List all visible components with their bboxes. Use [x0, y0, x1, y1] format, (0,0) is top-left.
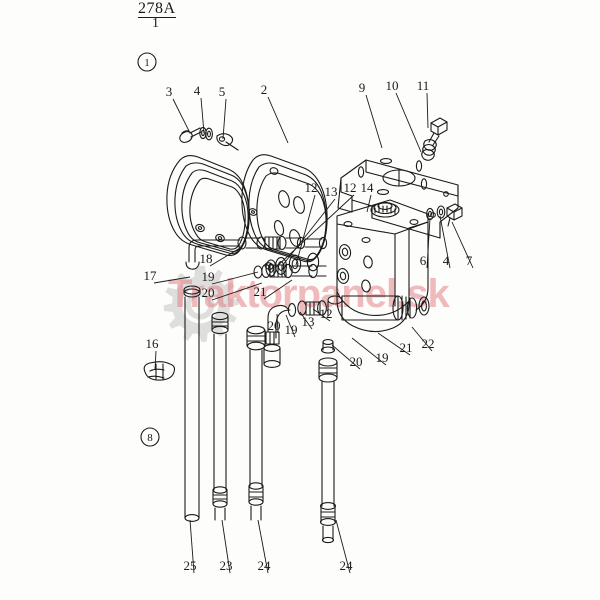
callout-leader-25 [189, 519, 195, 574]
part-11-hex-bolt [428, 117, 448, 146]
part-24-hose-left [246, 325, 266, 521]
callout-number: 2 [261, 82, 268, 97]
part-10-spring-washer [421, 138, 437, 161]
callout-leader-4 [200, 97, 205, 134]
group-marker [137, 52, 160, 447]
part-16-hose-clamp [143, 361, 176, 381]
callout-leader-12 [312, 308, 331, 322]
callout-number: 7 [466, 253, 473, 268]
callout-number: 10 [386, 78, 399, 93]
callout-leader-19 [285, 314, 296, 338]
callout-leader-23 [221, 519, 231, 574]
part-6-4-7-fasteners [426, 203, 463, 227]
callout-leader-17 [153, 276, 191, 284]
part-1-gasket-frame [166, 154, 250, 256]
callout-number: 12 [320, 306, 333, 321]
callout-leader-19 [211, 271, 259, 285]
callout-number: 22 [422, 336, 435, 351]
part-3-bolt [179, 127, 202, 143]
callout-leader-9 [365, 94, 383, 149]
callout-number: 24 [340, 558, 354, 573]
callout-leader-22 [411, 326, 433, 352]
callout-number: 5 [219, 84, 226, 99]
callout-number: 20 [350, 354, 363, 369]
callout-leader-20 [331, 344, 361, 370]
callout-leader-7 [451, 221, 474, 269]
callout-number: 13 [325, 184, 338, 199]
part-21-22-right-hose [263, 295, 430, 368]
callout-leader-10 [395, 92, 422, 153]
callout-number: 6 [420, 253, 427, 268]
group-marker-number: 1 [144, 57, 150, 69]
callout-number: 3 [166, 84, 173, 99]
callout-number: 16 [146, 336, 160, 351]
callout-number: 14 [361, 180, 375, 195]
callout-number: 21 [400, 340, 413, 355]
callout-number: 13 [302, 314, 315, 329]
callout-leader-24 [335, 519, 351, 574]
callout-leader-21 [263, 279, 293, 300]
callout-number: 18 [200, 251, 213, 266]
part-24-hose-right [318, 339, 338, 544]
callout-leader-12 [295, 194, 316, 266]
callout-number: 20 [202, 285, 215, 300]
callout-number: 19 [202, 269, 215, 284]
callout-leader-13 [299, 311, 313, 330]
callout-number: 12 [344, 180, 357, 195]
callout-leader-4 [439, 215, 451, 269]
callout-number: 4 [443, 253, 450, 268]
callout-leader-12 [274, 194, 355, 269]
callout-number: 21 [254, 284, 267, 299]
callout-number: 4 [194, 83, 201, 98]
part-18-upper-hose [207, 235, 328, 251]
part-19-20-21-mid-hose [253, 263, 327, 279]
callout-number: 24 [258, 558, 272, 573]
page-code: 278A [138, 0, 176, 18]
part-5-retainer [216, 133, 239, 151]
part-23-hose [211, 311, 229, 521]
callout-number: 11 [417, 78, 430, 93]
callout-leader-6 [426, 217, 431, 269]
callout-number: 19 [376, 350, 389, 365]
group-marker-number: 8 [147, 432, 153, 444]
callout-leader-24 [257, 519, 269, 574]
callout-leader-16 [154, 350, 157, 371]
callout-number: 23 [220, 558, 233, 573]
callout-leader-5 [222, 98, 227, 140]
callout-leader-2 [267, 96, 289, 144]
callout-leader-11 [426, 92, 429, 129]
page-subcode: 1 [152, 16, 159, 31]
callout-number: 12 [305, 180, 318, 195]
part-12-13-seals [265, 252, 320, 277]
part-4-washer [199, 126, 213, 141]
callout-leader-18 [209, 247, 241, 267]
callout-leader-19 [351, 337, 387, 366]
callout-leader-14 [366, 194, 372, 213]
callout-leader-20 [276, 313, 279, 334]
part-14-pump-body [336, 199, 429, 333]
callout-number: 17 [144, 268, 158, 283]
callout-number: 20 [268, 318, 281, 333]
callout-leader-20 [211, 282, 263, 301]
callout-leader-3 [172, 98, 191, 134]
callout-leader-21 [377, 332, 411, 356]
leader-lines [153, 92, 474, 574]
callout-number: 9 [359, 80, 366, 95]
part-9-mounting-bracket [337, 158, 459, 239]
callout-number: 25 [184, 558, 197, 573]
part-17-suction-tube [183, 239, 209, 522]
callout-number: 19 [285, 322, 298, 337]
callout-leader-13 [281, 198, 336, 267]
group-marker-labels: 18 [144, 57, 153, 444]
